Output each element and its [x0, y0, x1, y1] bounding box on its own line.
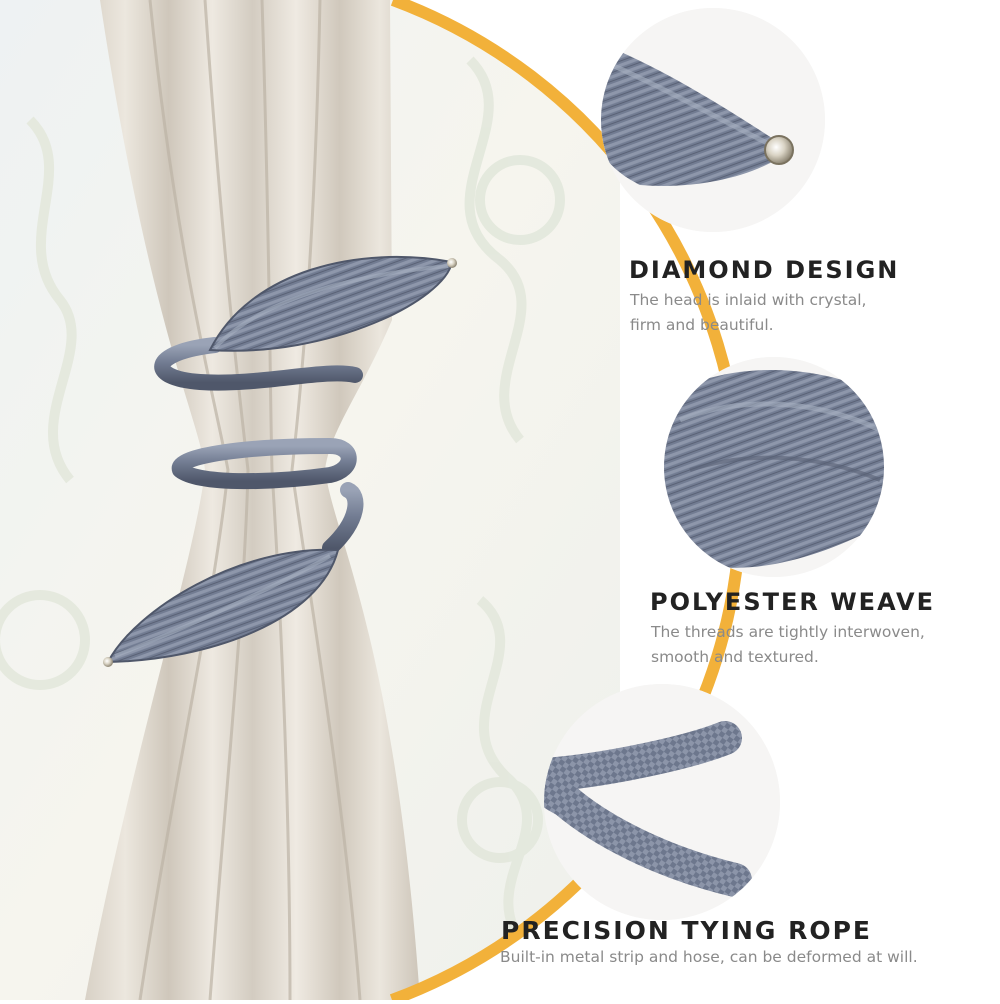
detail-circle-weave [664, 357, 884, 577]
desc-line: Built-in metal strip and hose, can be de… [500, 948, 918, 966]
curtain-photo [0, 0, 620, 1000]
desc-line: firm and beautiful. [630, 316, 774, 334]
feature-title-rope: PRECISION TYING ROPE [501, 916, 872, 945]
feature-desc-diamond: The head is inlaid with crystal, firm an… [630, 288, 866, 338]
detail-circle-rope [544, 684, 780, 920]
feature-desc-rope: Built-in metal strip and hose, can be de… [500, 945, 918, 970]
feature-desc-weave: The threads are tightly interwoven, smoo… [651, 620, 925, 670]
desc-line: smooth and textured. [651, 648, 819, 666]
desc-line: The threads are tightly interwoven, [651, 623, 925, 641]
feature-title-diamond: DIAMOND DESIGN [629, 256, 900, 284]
desc-line: The head is inlaid with crystal, [630, 291, 867, 309]
detail-circle-diamond [601, 8, 825, 232]
feature-title-weave: POLYESTER WEAVE [650, 588, 935, 616]
